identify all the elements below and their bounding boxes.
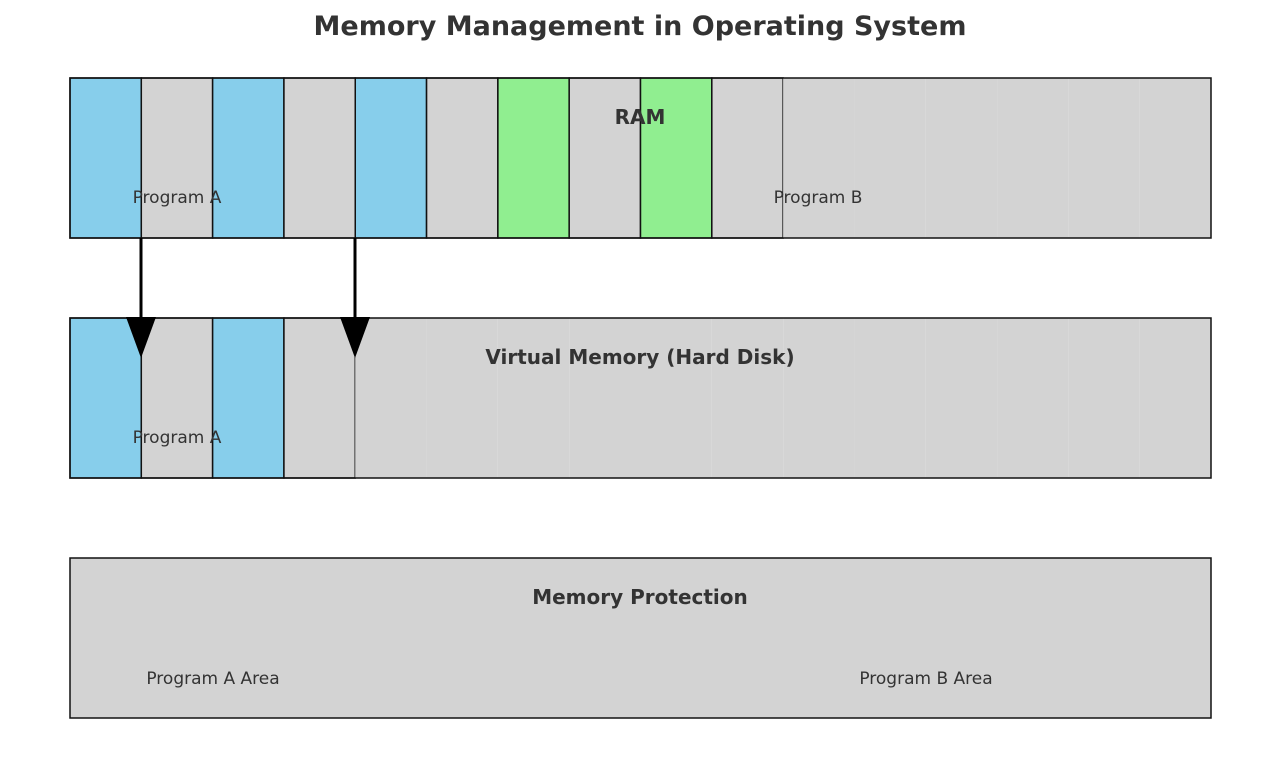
ram-block-free	[1068, 78, 1140, 238]
ram-block-free	[854, 78, 926, 238]
memory-protection-title: Memory Protection	[532, 585, 748, 609]
virtual-memory-block-free	[1139, 318, 1211, 478]
virtual-memory-block-program-a	[211, 317, 285, 479]
virtual-memory-block-free	[569, 318, 641, 478]
swap-arrow-1-head	[126, 317, 156, 358]
swap-arrow-1	[126, 238, 156, 358]
virtual-memory-block-free	[997, 318, 1069, 478]
virtual-memory-blocks	[69, 317, 1211, 479]
virtual-memory-row: Virtual Memory (Hard Disk) Program A	[69, 317, 1212, 479]
ram-block-free	[783, 78, 855, 238]
ram-block-program-b	[497, 77, 570, 239]
ram-block-free	[1139, 78, 1211, 238]
ram-block-program-a	[211, 77, 285, 239]
swap-arrow-2-head	[340, 317, 370, 358]
ram-blocks	[69, 77, 1211, 239]
swap-arrow-2	[340, 238, 370, 358]
virtual-memory-block-free	[497, 318, 570, 478]
ram-block-free	[925, 78, 998, 238]
ram-row: RAM Program A Program B	[69, 77, 1212, 239]
virtual-memory-block-free	[854, 318, 926, 478]
virtual-memory-program-a-label: Program A	[133, 428, 222, 448]
program-a-area-label: Program A Area	[146, 669, 279, 689]
program-b-area-label: Program B Area	[859, 669, 992, 689]
ram-block-free	[283, 77, 356, 239]
virtual-memory-block-program-a	[69, 317, 143, 479]
ram-block-free	[997, 78, 1069, 238]
diagram-title: Memory Management in Operating System	[314, 11, 967, 42]
virtual-memory-block-free	[355, 318, 427, 478]
ram-block-free	[140, 77, 214, 239]
ram-title: RAM	[615, 105, 666, 129]
ram-block-free	[425, 77, 499, 239]
ram-block-free	[568, 77, 642, 239]
virtual-memory-block-free	[140, 317, 214, 479]
ram-program-a-label: Program A	[133, 188, 222, 208]
ram-block-free	[711, 77, 784, 239]
virtual-memory-block-free	[283, 317, 356, 479]
virtual-memory-block-free	[925, 318, 998, 478]
memory-protection-row: Memory Protection Program A Area Program…	[69, 557, 1212, 719]
ram-block-program-b	[639, 77, 713, 239]
virtual-memory-block-free	[783, 318, 855, 478]
virtual-memory-block-free	[711, 318, 784, 478]
ram-program-b-label: Program B	[774, 188, 863, 208]
virtual-memory-block-free	[640, 318, 712, 478]
virtual-memory-outline	[69, 317, 1212, 479]
memory-protection-box	[69, 557, 1212, 719]
virtual-memory-block-free	[426, 318, 498, 478]
ram-outline	[69, 77, 1212, 239]
virtual-memory-block-free	[1068, 318, 1140, 478]
ram-block-program-a	[354, 77, 428, 239]
ram-block-program-a	[69, 77, 143, 239]
virtual-memory-title: Virtual Memory (Hard Disk)	[485, 345, 794, 369]
